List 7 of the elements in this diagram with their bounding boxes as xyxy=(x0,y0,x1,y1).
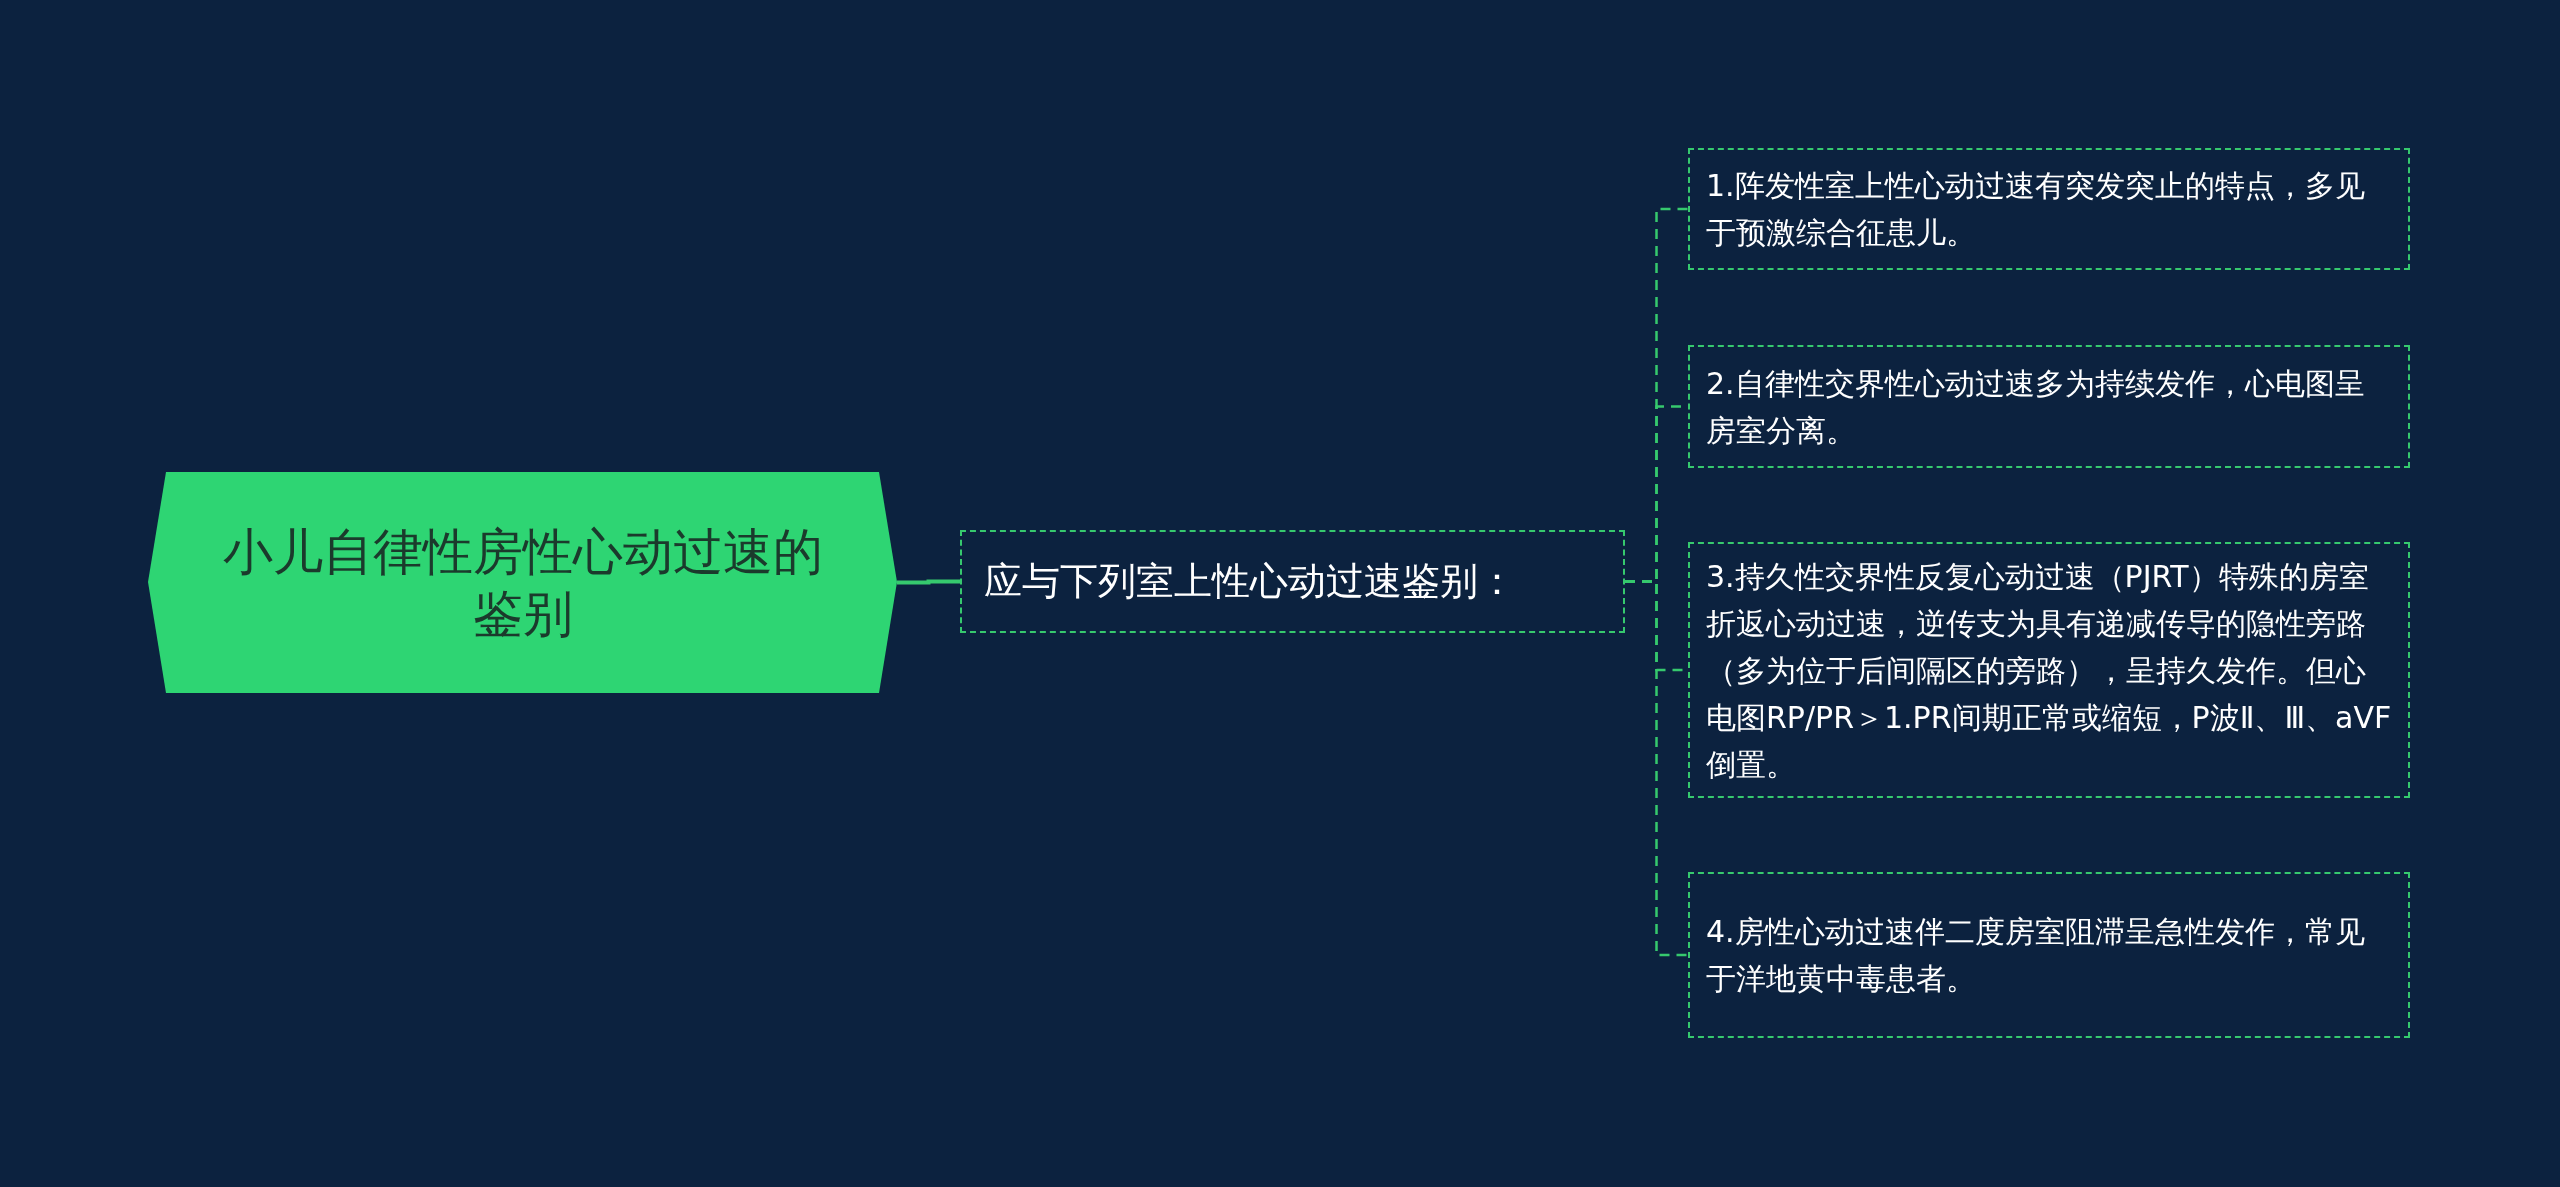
text-box: 1.阵发性室上性心动过速有突发突止的特点，多见于预激综合征患儿。 xyxy=(1688,148,2410,270)
text-box: 4.房性心动过速伴二度房室阻滞呈急性发作，常见于洋地黄中毒患者。 xyxy=(1688,872,2410,1038)
connector-line xyxy=(1625,580,1688,957)
text-box: 2.自律性交界性心动过速多为持续发作，心电图呈房室分离。 xyxy=(1688,345,2410,468)
subtopic-box: 应与下列室上性心动过速鉴别： xyxy=(960,530,1625,633)
text-box: 3.持久性交界性反复心动过速（PJRT）特殊的房室折返心动过速，逆传支为具有递减传导的隐性旁路（多为位于后间隔区的旁路），呈持久发作。但心电图RP/PR＞1.PR间期正常或缩短，P波Ⅱ、Ⅲ、aVF倒置。 xyxy=(1688,542,2410,798)
connector-line xyxy=(897,579,960,585)
